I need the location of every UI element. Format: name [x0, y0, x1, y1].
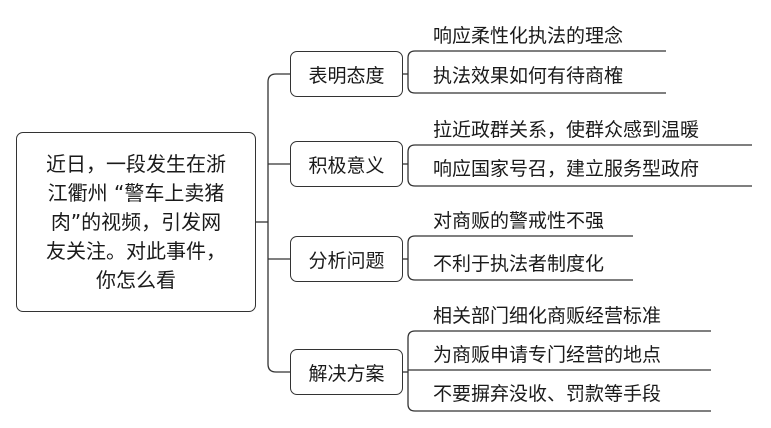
leaf-solution-2: 为商贩申请专门经营的地点 [433, 344, 662, 366]
root-topic-box: 近日，一段发生在浙江衢州 “警车上卖猪肉”的视频，引发网友关注。对此事件，你怎么… [16, 132, 256, 312]
leaf-positive-1: 拉近政群关系，使群众感到温暖 [433, 119, 700, 141]
leaf-bracket [407, 50, 666, 94]
leaf-bracket [407, 330, 711, 412]
leaf-positive-2: 响应国家号召，建立服务型政府 [433, 158, 700, 180]
leaf-attitude-1: 响应柔性化执法的理念 [433, 25, 624, 47]
leaf-problem-2: 不利于执法者制度化 [433, 253, 605, 275]
branch-analyze-problems: 分析问题 [290, 236, 403, 282]
leaf-attitude-2: 执法效果如何有待商榷 [433, 65, 624, 87]
leaf-solution-1: 相关部门细化商贩经营标准 [433, 305, 662, 327]
leaf-problem-1: 对商贩的警戒性不强 [433, 210, 605, 232]
leaf-bracket [407, 235, 633, 281]
leaf-solution-3: 不要摒弃没收、罚款等手段 [433, 383, 662, 405]
branch-attitude: 表明态度 [290, 51, 403, 97]
trunk-connector [267, 73, 290, 373]
root-topic-text: 近日，一段发生在浙江衢州 “警车上卖猪肉”的视频，引发网友关注。对此事件，你怎么… [46, 151, 226, 292]
leaf-bracket [407, 144, 752, 187]
branch-solutions: 解决方案 [290, 349, 403, 395]
branch-positive-significance: 积极意义 [290, 141, 403, 187]
